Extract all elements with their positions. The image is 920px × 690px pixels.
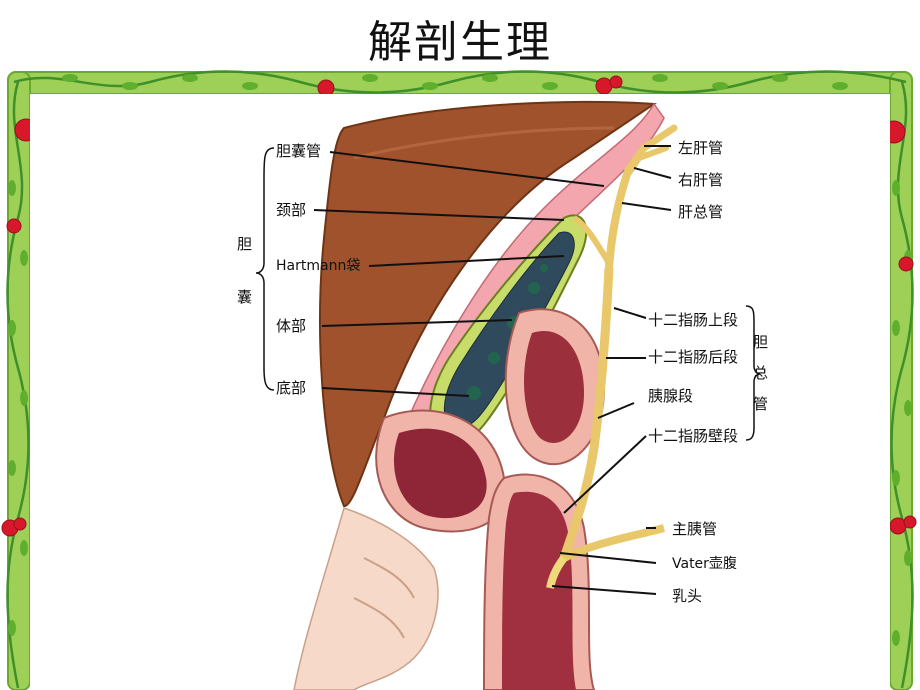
- label-right-hepatic-duct: 右肝管: [678, 171, 724, 189]
- label-left-hepatic-duct: 左肝管: [678, 139, 724, 157]
- colon: [293, 507, 439, 690]
- label-fundus: 底部: [276, 379, 307, 397]
- ampulla: [546, 555, 568, 589]
- label-main-pancreatic-duct: 主胰管: [672, 520, 718, 538]
- label-common-bile-duct-group: 胆总管: [751, 334, 769, 427]
- right-hepatic-duct: [626, 145, 669, 176]
- label-supraduodenal-segment: 十二指肠上段: [648, 311, 739, 329]
- gallbladder-anatomy-figure: [234, 98, 772, 690]
- label-hartmann-pouch: Hartmann袋: [276, 258, 361, 274]
- slide-title: 解剖生理: [368, 17, 552, 68]
- label-neck: 颈部: [276, 201, 307, 219]
- label-common-hepatic-duct: 肝总管: [678, 203, 724, 221]
- label-papilla: 乳头: [672, 587, 703, 605]
- common-hepatic-duct: [605, 166, 633, 269]
- label-pancreatic-segment: 胰腺段: [648, 387, 694, 405]
- label-gallbladder-group: 胆囊: [235, 236, 253, 342]
- label-intraduodenal-segment: 十二指肠壁段: [648, 427, 739, 445]
- common-bile-duct: [559, 267, 614, 560]
- label-body: 体部: [276, 317, 307, 335]
- label-ampulla-of-vater: Vater壶腹: [672, 556, 737, 572]
- label-retroduodenal-segment: 十二指肠后段: [648, 348, 739, 366]
- label-cystic-duct: 胆囊管: [276, 142, 322, 160]
